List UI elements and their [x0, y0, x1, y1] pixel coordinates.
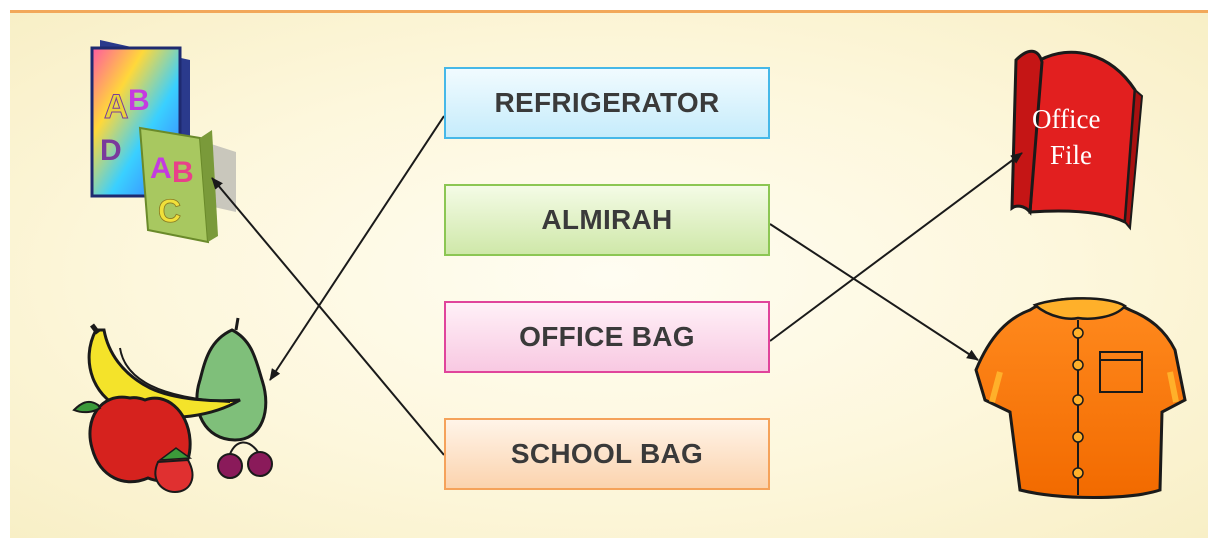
office-file-label-line1: Office	[1032, 104, 1100, 134]
arrow-refrigerator-to-fruits	[269, 115, 445, 381]
almirah-label: ALMIRAH	[541, 204, 673, 235]
svg-text:A: A	[104, 88, 129, 126]
shirt-icon	[974, 297, 1187, 499]
office-file-icon: Office File	[1010, 49, 1144, 231]
school-bag-label: SCHOOL BAG	[510, 438, 704, 469]
arrow-office-bag-to-office-file	[769, 152, 1023, 342]
svg-text:D: D	[100, 134, 122, 167]
office-file-label-line2: File	[1050, 140, 1092, 170]
svg-text:A: A	[150, 152, 172, 185]
svg-text:C: C	[158, 193, 181, 229]
school-bag-box: SCHOOL BAG	[444, 418, 770, 490]
almirah-box: ALMIRAH	[444, 184, 770, 256]
arrow-school-bag-to-books	[211, 177, 445, 456]
office-bag-box: OFFICE BAG	[444, 301, 770, 373]
svg-text:B: B	[128, 84, 150, 117]
abc-books-icon: A B D A B C	[90, 40, 236, 244]
office-bag-label: OFFICE BAG	[519, 321, 695, 352]
svg-text:B: B	[172, 156, 194, 189]
arrow-almirah-to-shirt	[769, 223, 979, 361]
refrigerator-label: REFRIGERATOR	[494, 87, 720, 118]
fruit-basket-icon	[72, 317, 273, 494]
refrigerator-box: REFRIGERATOR	[444, 67, 770, 139]
